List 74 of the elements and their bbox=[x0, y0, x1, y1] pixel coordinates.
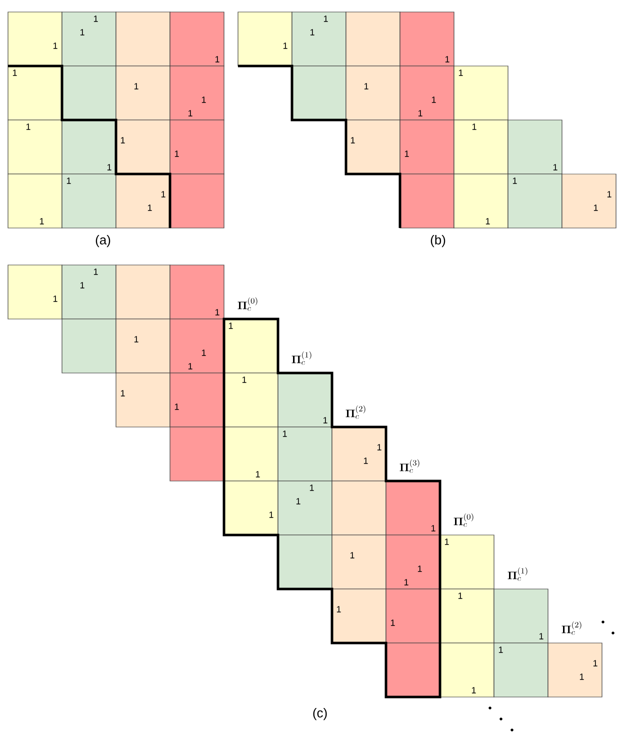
matrix-entry: 1 bbox=[309, 28, 316, 36]
matrix-entry: 1 bbox=[444, 56, 450, 63]
matrix-entry: 1 bbox=[606, 190, 612, 198]
matrix-entry: 1 bbox=[92, 15, 99, 22]
matrix-entry: 1 bbox=[416, 565, 423, 572]
matrix-entry: 1 bbox=[512, 177, 518, 184]
matrix-entry: 1 bbox=[336, 606, 342, 613]
matrix-entry: 1 bbox=[363, 82, 370, 90]
matrix-entry: 1 bbox=[578, 673, 585, 680]
matrix-entry: 1 bbox=[592, 204, 599, 212]
matrix-entry: 1 bbox=[404, 150, 410, 158]
matrix-entry: 1 bbox=[322, 15, 329, 22]
matrix-entry: 1 bbox=[538, 632, 544, 640]
matrix-entry: 1 bbox=[187, 110, 194, 117]
matrix-entry: 1 bbox=[282, 430, 288, 438]
panel-caption: (a) bbox=[96, 234, 110, 248]
matrix-entry: 1 bbox=[120, 390, 126, 397]
matrix-entry: 1 bbox=[444, 538, 450, 546]
matrix-entry: 1 bbox=[106, 164, 112, 171]
matrix-entry: 1 bbox=[362, 457, 369, 464]
matrix-entry: 1 bbox=[268, 511, 274, 518]
matrix-entry: 1 bbox=[146, 204, 153, 212]
matrix-entry: 1 bbox=[92, 268, 99, 276]
matrix-entry: 1 bbox=[470, 686, 477, 694]
matrix-entry: 1 bbox=[200, 96, 207, 104]
matrix-entry: 1 bbox=[349, 552, 356, 559]
matrix-entry: 1 bbox=[120, 136, 126, 144]
matrix-entry: 1 bbox=[403, 578, 410, 586]
partition-label: $\mathbf{\Pi}_c^{(3)}$ bbox=[400, 459, 420, 473]
matrix-entry: 1 bbox=[133, 336, 140, 343]
matrix-entry: 1 bbox=[376, 444, 382, 451]
matrix-entry: 1 bbox=[174, 403, 180, 410]
matrix-entry: 1 bbox=[430, 524, 436, 532]
matrix-entry: 1 bbox=[52, 42, 58, 50]
partition-label: $\mathbf{\Pi}_c^{(1)}$ bbox=[292, 351, 312, 365]
matrix-entry: 1 bbox=[187, 362, 194, 370]
matrix-entry: 1 bbox=[79, 282, 86, 289]
matrix-entry: 1 bbox=[241, 376, 248, 384]
matrix-entry: 1 bbox=[498, 646, 504, 654]
matrix-entry: 1 bbox=[52, 295, 58, 302]
matrix-entry: 1 bbox=[552, 164, 558, 171]
matrix-entry: 1 bbox=[174, 150, 180, 158]
matrix-entry: 1 bbox=[79, 28, 86, 36]
matrix-entry: 1 bbox=[350, 136, 356, 144]
matrix-entry: 1 bbox=[25, 123, 32, 130]
matrix-entry: 1 bbox=[214, 56, 220, 63]
matrix-entry: 1 bbox=[390, 619, 396, 626]
partition-label: $\mathbf{\Pi}_c^{(2)}$ bbox=[346, 405, 366, 419]
partition-label: $\mathbf{\Pi}_c^{(0)}$ bbox=[238, 297, 258, 311]
matrix-entry: 1 bbox=[228, 322, 234, 330]
matrix-entry: 1 bbox=[592, 660, 598, 667]
matrix-entry: 1 bbox=[200, 349, 207, 356]
partition-label: $\mathbf{\Pi}_c^{(1)}$ bbox=[508, 567, 528, 581]
matrix-entry: 1 bbox=[457, 592, 464, 600]
matrix-entry: 1 bbox=[254, 470, 261, 478]
panel-caption: (b) bbox=[430, 234, 446, 248]
matrix-entry: 1 bbox=[133, 82, 140, 90]
matrix-entry: 1 bbox=[458, 69, 464, 76]
matrix-entry: 1 bbox=[484, 218, 491, 225]
partition-label: $\mathbf{\Pi}_c^{(2)}$ bbox=[562, 621, 582, 635]
matrix-entry: 1 bbox=[160, 190, 166, 198]
matrix-entry: 1 bbox=[38, 218, 45, 225]
panel-caption: (c) bbox=[313, 708, 327, 720]
partition-label: $\mathbf{\Pi}_c^{(0)}$ bbox=[454, 513, 474, 527]
matrix-entry: 1 bbox=[12, 69, 18, 76]
matrix-entry: 1 bbox=[417, 110, 424, 117]
matrix-entry: 1 bbox=[214, 308, 220, 316]
matrix-entry: 1 bbox=[471, 123, 478, 130]
matrix-entry: 1 bbox=[282, 42, 288, 50]
matrix-entry: 1 bbox=[295, 498, 302, 505]
matrix-entry: 1 bbox=[322, 416, 328, 424]
matrix-entry: 1 bbox=[66, 177, 72, 184]
matrix-entry: 1 bbox=[308, 484, 315, 492]
matrix-entry: 1 bbox=[430, 96, 437, 104]
